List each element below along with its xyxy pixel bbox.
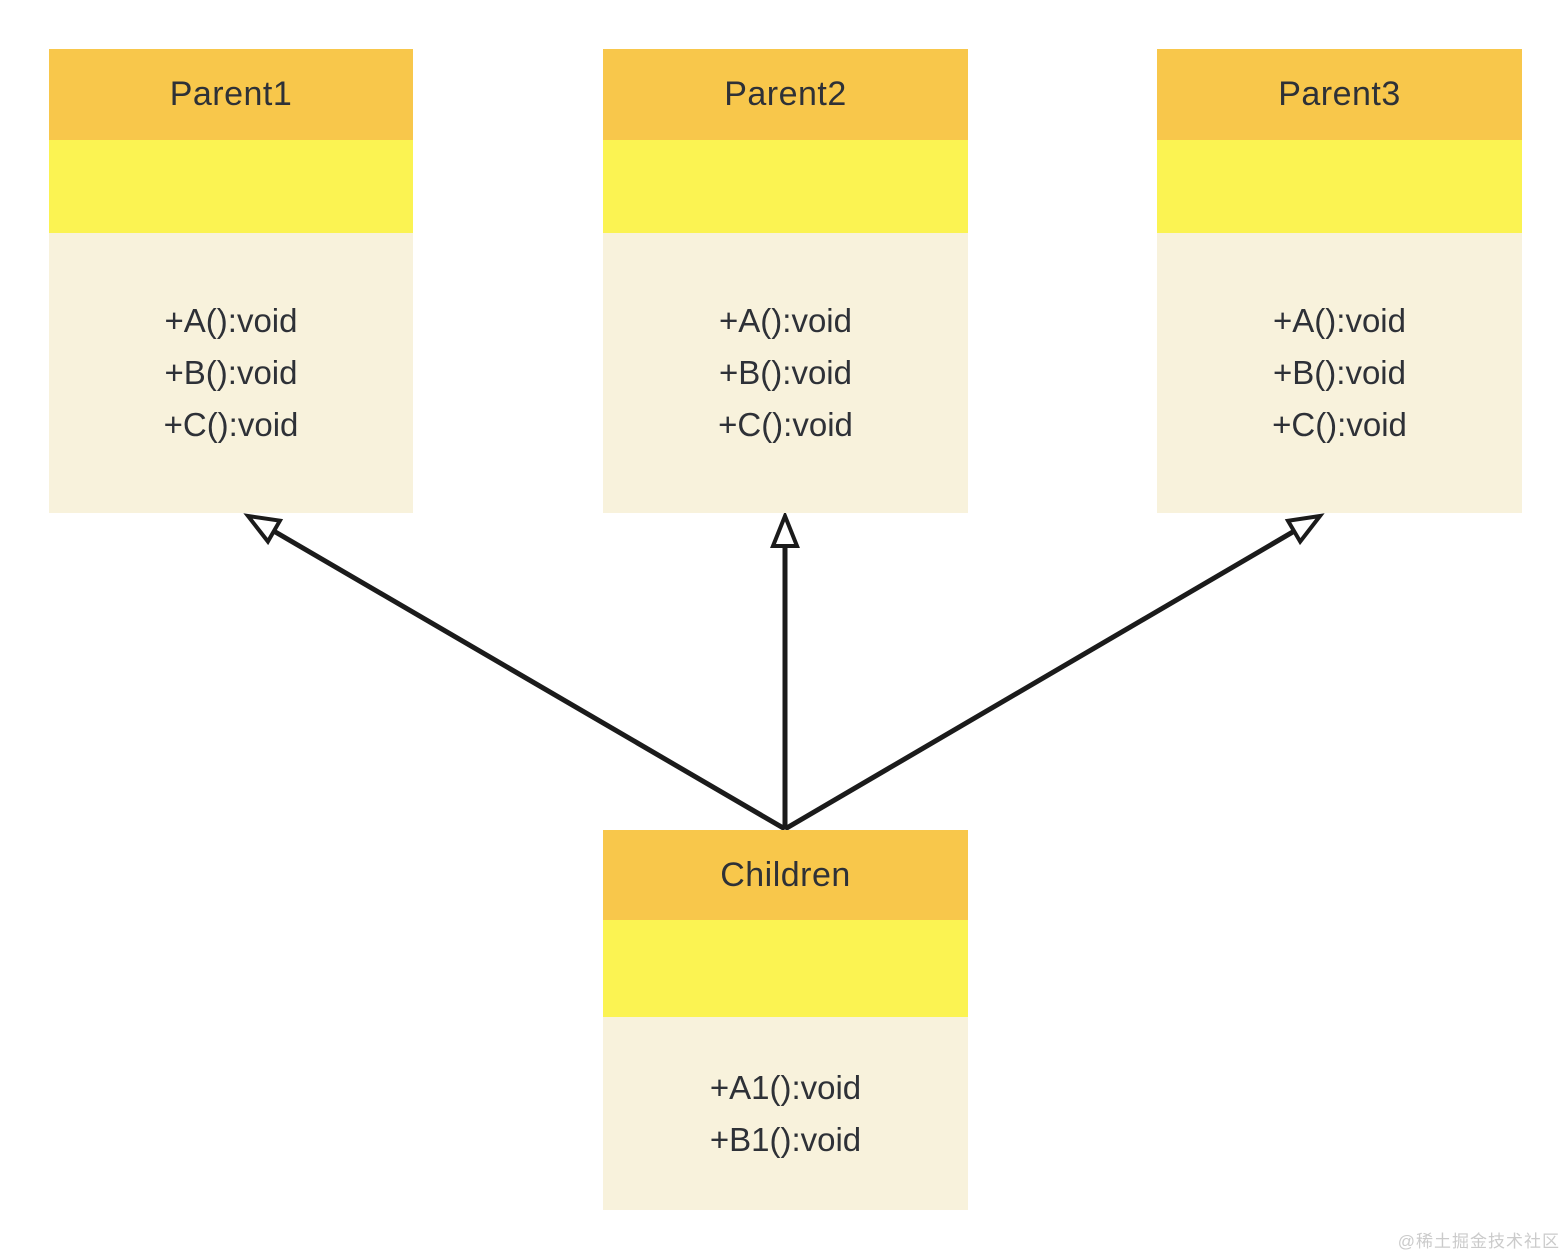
- class-name-parent3: Parent3: [1157, 49, 1522, 140]
- class-box-parent3: Parent3 +A():void +B():void +C():void: [1157, 49, 1522, 513]
- inheritance-arrow-children-to-parent2: [770, 510, 800, 829]
- class-box-parent2: Parent2 +A():void +B():void +C():void: [603, 49, 968, 513]
- inheritance-arrow-children-to-parent1: [243, 513, 787, 832]
- method-label: +A():void: [1273, 302, 1406, 339]
- inheritance-arrow-children-to-parent3: [783, 513, 1325, 832]
- class-fields-compartment-children: [603, 920, 968, 1017]
- method-label: +B():void: [719, 354, 852, 391]
- class-name-parent1: Parent1: [49, 49, 413, 140]
- class-name-children: Children: [603, 830, 968, 920]
- class-fields-compartment-parent1: [49, 140, 413, 233]
- class-fields-compartment-parent2: [603, 140, 968, 233]
- class-fields-compartment-parent3: [1157, 140, 1522, 233]
- class-box-parent1: Parent1 +A():void +B():void +C():void: [49, 49, 413, 513]
- method-label: +B1():void: [709, 1120, 862, 1158]
- class-name-parent2: Parent2: [603, 49, 968, 140]
- site-watermark: @稀土掘金技术社区: [1397, 1232, 1560, 1251]
- method-label: +C():void: [1272, 406, 1407, 443]
- method-label: +A1():void: [709, 1068, 862, 1106]
- method-label: +C():void: [718, 406, 853, 443]
- method-label: +A():void: [719, 302, 852, 339]
- class-methods-compartment-children: +A1():void +B1():void: [603, 1017, 968, 1210]
- method-label: +B():void: [1273, 354, 1406, 391]
- class-box-children: Children +A1():void +B1():void: [603, 830, 968, 1210]
- class-methods-compartment-parent1: +A():void +B():void +C():void: [49, 233, 413, 513]
- class-methods-compartment-parent2: +A():void +B():void +C():void: [603, 233, 968, 513]
- method-label: +C():void: [163, 406, 299, 443]
- class-methods-compartment-parent3: +A():void +B():void +C():void: [1157, 233, 1522, 513]
- method-label: +B():void: [164, 354, 298, 391]
- method-label: +A():void: [164, 302, 298, 339]
